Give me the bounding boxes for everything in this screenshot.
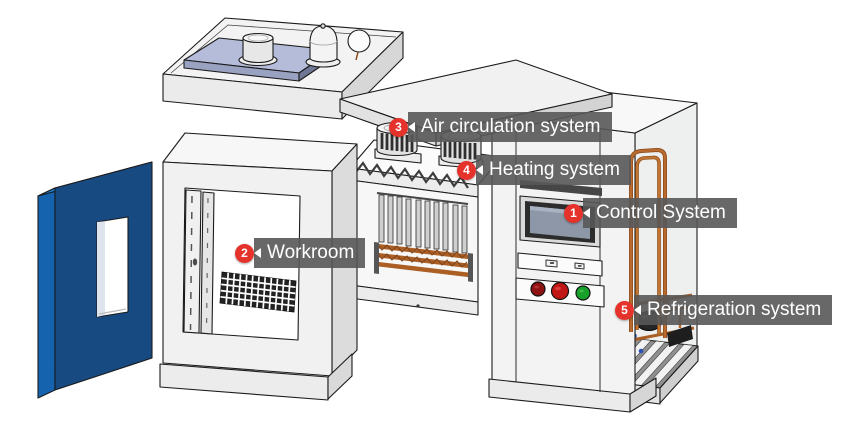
fin-stack bbox=[378, 194, 468, 254]
callout-workroom: 2 Workroom bbox=[235, 238, 366, 268]
workroom-grille bbox=[219, 271, 297, 313]
switch-panel bbox=[517, 252, 603, 277]
control-screen bbox=[519, 195, 601, 248]
heating-unit bbox=[349, 139, 503, 316]
callout-badge: 1 bbox=[564, 203, 583, 223]
green-button bbox=[575, 285, 591, 301]
callout-heating-system: 4 Heating system bbox=[457, 155, 631, 185]
callout-label: Control System bbox=[583, 198, 737, 228]
callout-badge: 2 bbox=[235, 243, 254, 263]
red-button-1 bbox=[530, 281, 546, 297]
tray-dome-vessel bbox=[305, 23, 341, 68]
chamber-door bbox=[37, 161, 153, 399]
callout-badge: 5 bbox=[615, 300, 634, 320]
callout-badge: 3 bbox=[389, 117, 408, 137]
tray-cylinder-1 bbox=[238, 32, 278, 67]
callout-air-circulation-system: 3 Air circulation system bbox=[389, 112, 612, 142]
button-panel bbox=[515, 277, 605, 308]
callout-label: Air circulation system bbox=[408, 112, 612, 142]
callout-refrigeration-system: 5 Refrigeration system bbox=[615, 295, 833, 325]
tray-gauge bbox=[347, 29, 371, 61]
callout-label: Heating system bbox=[476, 155, 631, 185]
red-button-2 bbox=[550, 281, 570, 301]
heating-coils bbox=[374, 242, 473, 282]
callout-label: Workroom bbox=[254, 238, 366, 268]
copper-pipes bbox=[629, 147, 667, 338]
callout-label: Refrigeration system bbox=[634, 295, 833, 325]
heating-elements bbox=[355, 161, 469, 189]
workroom-chamber bbox=[159, 132, 358, 401]
callout-control-system: 1 Control System bbox=[564, 198, 737, 228]
callout-badge: 4 bbox=[457, 160, 476, 180]
